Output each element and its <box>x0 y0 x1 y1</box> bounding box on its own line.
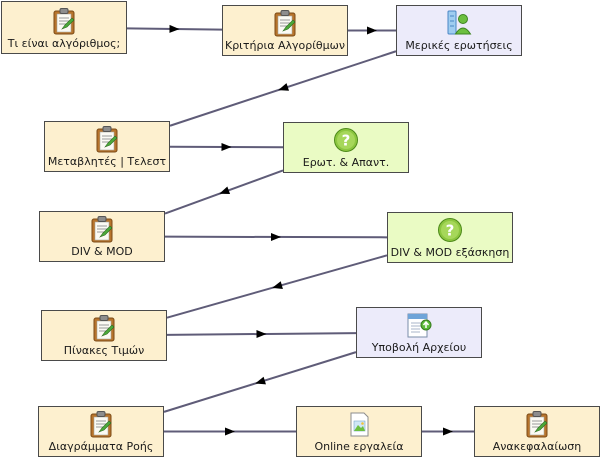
node-label: Ανακεφαλαίωση <box>492 440 582 453</box>
activity-node-9[interactable]: Υποβολή Αρχείου <box>356 307 482 358</box>
node-label: DIV & MOD <box>71 245 133 258</box>
connector-10 <box>164 427 296 436</box>
connector-11 <box>422 427 474 436</box>
arrowhead <box>169 24 180 33</box>
clipboard-icon <box>93 315 115 342</box>
arrowhead <box>255 376 266 385</box>
connector-6 <box>164 232 388 241</box>
question-icon: ? <box>438 218 462 242</box>
activity-node-1[interactable]: Τι είναι αλγόριθμος; <box>1 1 127 54</box>
node-label: Κριτήρια Αλγορίθμων <box>224 39 346 52</box>
activity-node-7[interactable]: ? DIV & MOD εξάσκηση <box>387 212 513 263</box>
connector-5 <box>164 169 284 215</box>
activity-node-5[interactable]: ? Ερωτ. & Απαντ. <box>283 122 409 173</box>
svg-text:?: ? <box>342 132 351 150</box>
arrowhead <box>443 427 453 436</box>
clipboard-icon <box>53 8 75 35</box>
survey-icon <box>447 10 472 35</box>
node-label: DIV & MOD εξάσκηση <box>390 246 510 259</box>
node-label: Μεταβλητές | Τελεστ <box>47 155 167 168</box>
question-icon: ? <box>334 128 358 152</box>
clipboard-icon <box>91 216 113 243</box>
arrowhead <box>272 281 283 289</box>
activity-node-10[interactable]: Διαγράμματα Ροής <box>38 406 164 457</box>
clipboard-icon <box>274 10 296 37</box>
activity-node-12[interactable]: Ανακεφαλαίωση <box>474 406 600 457</box>
connector-9 <box>163 351 357 413</box>
svg-text:?: ? <box>446 222 455 240</box>
node-label: Ερωτ. & Απαντ. <box>302 156 390 169</box>
arrowhead <box>256 330 267 339</box>
connector-3 <box>169 50 397 127</box>
activity-node-6[interactable]: DIV & MOD <box>39 211 165 262</box>
clipboard-icon <box>96 126 118 153</box>
activity-node-3[interactable]: Μερικές ερωτήσεις <box>396 5 522 56</box>
upload-file-icon <box>407 313 432 338</box>
connector-1 <box>126 24 223 33</box>
node-label: Διαγράμματα Ροής <box>48 440 154 453</box>
clipboard-icon <box>90 411 112 438</box>
arrowhead <box>367 26 377 35</box>
arrowhead <box>278 83 290 91</box>
node-label: Πίνακες Τιμών <box>63 344 145 357</box>
arrowhead <box>270 232 281 241</box>
connector-4 <box>169 142 284 151</box>
clipboard-icon <box>526 411 548 438</box>
activity-node-2[interactable]: Κριτήρια Αλγορίθμων <box>222 5 348 56</box>
connector-7 <box>166 254 388 319</box>
node-label: Υποβολή Αρχείου <box>371 341 467 354</box>
activity-node-8[interactable]: Πίνακες Τιμών <box>41 310 167 361</box>
arrowhead <box>225 427 235 436</box>
connector-8 <box>166 330 357 339</box>
node-label: Online εργαλεία <box>314 440 404 453</box>
node-label: Τι είναι αλγόριθμος; <box>7 37 121 50</box>
arrowhead <box>219 186 231 195</box>
connector-2 <box>348 26 396 35</box>
activity-node-11[interactable]: Online εργαλεία <box>296 406 422 457</box>
node-label: Μερικές ερωτήσεις <box>405 39 513 52</box>
arrowhead <box>221 142 232 151</box>
image-file-icon <box>350 412 369 437</box>
activity-node-4[interactable]: Μεταβλητές | Τελεστ <box>44 121 170 172</box>
